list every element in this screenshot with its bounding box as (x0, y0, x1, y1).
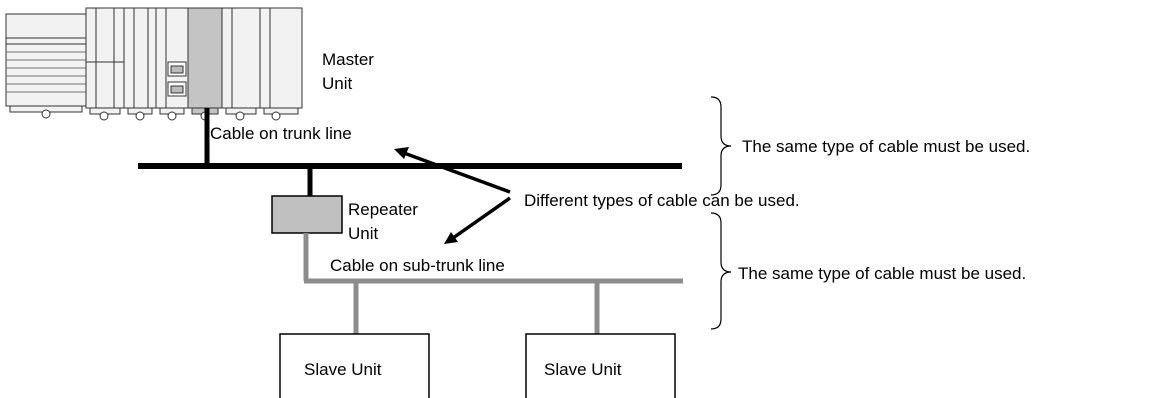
different-types-arrows (394, 147, 512, 244)
plc-module-comm (155, 7, 189, 121)
master-unit-label-line2: Unit (322, 74, 353, 93)
sub-trunk-line-cable (303, 233, 683, 334)
trunk-line-cable (138, 108, 682, 196)
plc-module-io-3 (259, 7, 303, 121)
plc-module-cpu (85, 7, 125, 121)
sub-trunk-brace-icon (710, 212, 732, 330)
trunk-line-label: Cable on trunk line (210, 124, 352, 143)
sub-trunk-same-type-note: The same type of cable must be used. (738, 264, 1026, 283)
trunk-brace-icon (710, 96, 732, 196)
sub-trunk-line-label: Cable on sub-trunk line (330, 256, 505, 275)
master-plc-rack (5, 7, 303, 121)
plc-module-io-2 (221, 7, 261, 121)
slave-unit-1-label: Slave Unit (304, 360, 382, 379)
repeater-unit-label-line2: Unit (348, 224, 379, 243)
plc-module-io-1 (123, 7, 157, 121)
slave-unit-2-label: Slave Unit (544, 360, 622, 379)
master-unit-label-line1: Master (322, 50, 374, 69)
slave-unit-2: Slave Unit (525, 333, 676, 398)
repeater-unit-label-line1: Repeater (348, 200, 418, 219)
trunk-same-type-note: The same type of cable must be used. (742, 137, 1030, 156)
plc-module-power (5, 13, 87, 119)
plc-module-master-unit (187, 7, 223, 121)
repeater-unit-box (271, 195, 343, 234)
different-types-note: Different types of cable can be used. (524, 191, 800, 210)
slave-unit-1: Slave Unit (279, 333, 430, 398)
